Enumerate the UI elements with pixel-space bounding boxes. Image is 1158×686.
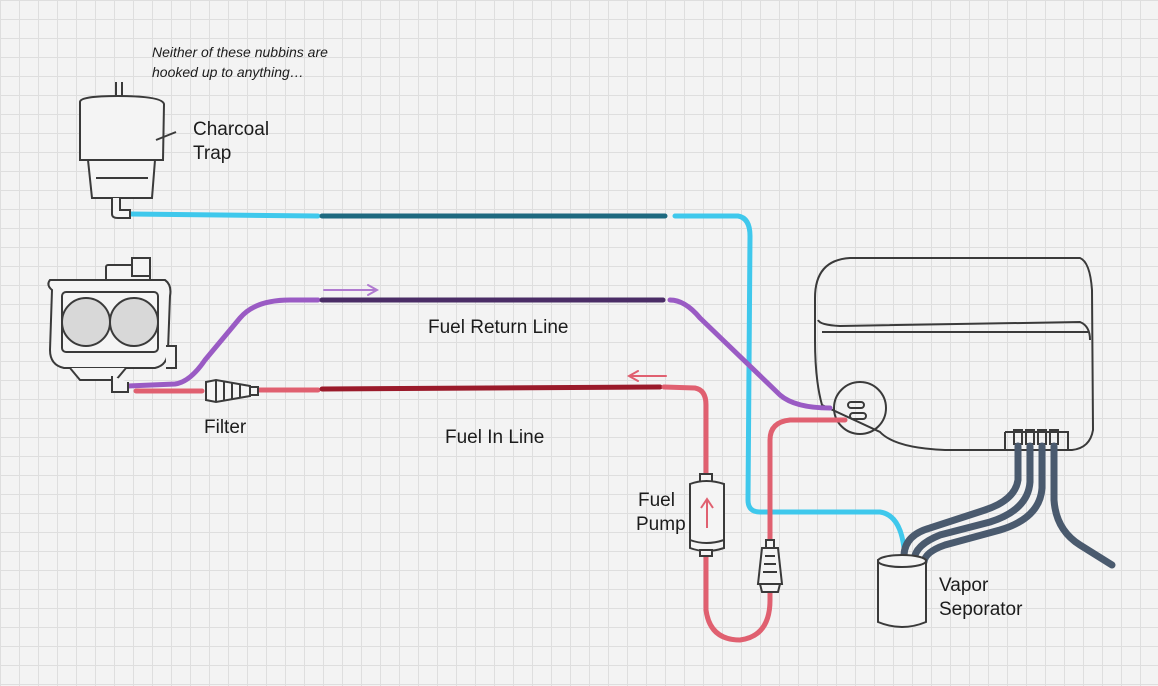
annotation-note-line-1: Neither of these nubbins are <box>152 44 328 60</box>
charcoal-trap <box>79 82 177 219</box>
return-flow-arrow <box>323 284 380 296</box>
in-flow-arrow <box>626 370 667 382</box>
return-line <box>125 297 833 411</box>
carburetor <box>47 257 177 393</box>
fuel-pump-label-line-2: Pump <box>636 514 686 535</box>
fuel-in-line <box>133 384 848 643</box>
vapor-separator-label: Vapor Seporator <box>939 574 1022 622</box>
vapor-separator-label-line-1: Vapor <box>939 575 989 596</box>
inline-filter <box>205 378 259 404</box>
fuel-pump <box>689 473 725 557</box>
charcoal-trap-label: Charcoal Trap <box>193 118 269 166</box>
vapor-hoses <box>900 442 1116 569</box>
charcoal-trap-label-line-2: Trap <box>193 143 232 164</box>
filter-label: Filter <box>204 417 247 438</box>
fuel-in-line-label: Fuel In Line <box>445 427 545 448</box>
vent-line <box>127 211 907 551</box>
fuel-pump-label-line-1: Fuel <box>638 490 675 511</box>
fuel-tank <box>814 257 1095 451</box>
annotation-note-line-2: hooked up to anything… <box>152 64 304 80</box>
fuel-pump-label: Fuel Pump <box>636 489 686 537</box>
annotation-note: Neither of these nubbins are hooked up t… <box>152 42 328 82</box>
fuel-return-line-label: Fuel Return Line <box>428 317 569 338</box>
vapor-separator-label-line-2: Seporator <box>939 599 1023 620</box>
vapor-separator <box>877 554 927 628</box>
inline-filter-2 <box>756 539 784 593</box>
charcoal-trap-label-line-1: Charcoal <box>193 119 270 140</box>
